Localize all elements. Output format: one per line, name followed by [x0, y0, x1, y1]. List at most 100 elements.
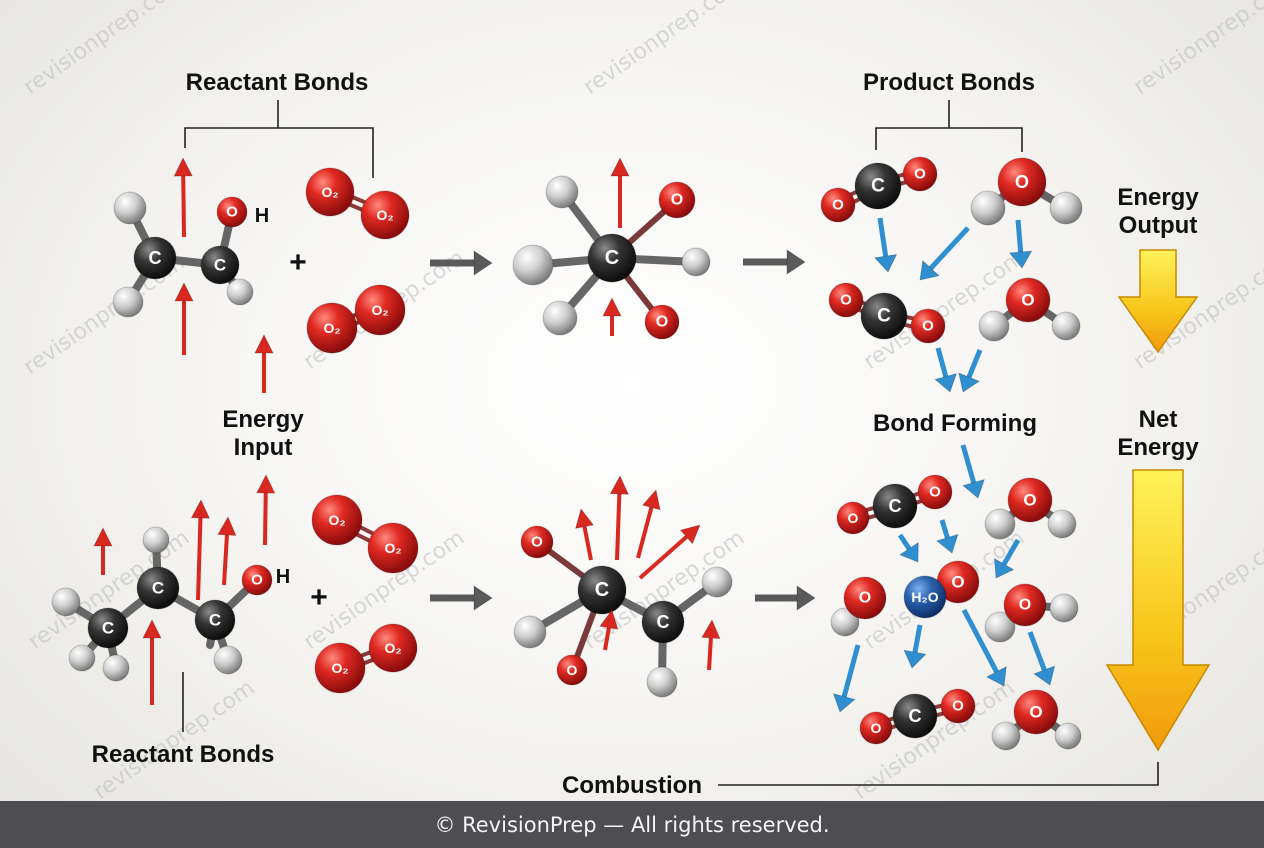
reaction-arrow [755, 585, 816, 611]
oxygen-atom-label: O₂ [371, 302, 388, 318]
oxygen-atom-label: O [1021, 291, 1034, 310]
oxygen-atom: O [1007, 477, 1053, 523]
bond-forming-arrow-head [899, 541, 919, 563]
carbon-atom: C [87, 607, 129, 649]
energy-input-arrow [190, 499, 211, 601]
hydrogen-atom-sphere [51, 587, 81, 617]
bond-forming-arrow [994, 538, 1021, 579]
energy-input-arrow-head [254, 334, 274, 354]
hydrogen-atom-sphere [68, 644, 96, 672]
energy-input-arrow-head [217, 516, 237, 536]
carbon-atom-label: C [605, 247, 619, 269]
bond-forming-arrow [1027, 631, 1056, 686]
hydrogen-atom [646, 666, 678, 698]
hydrogen-atom-sphere [226, 278, 254, 306]
oxygen-atom-sphere [311, 494, 363, 546]
oxygen-atom-sphere [520, 525, 554, 559]
oxygen-atom-label: O [922, 318, 934, 335]
energy-input-arrow [217, 516, 237, 586]
oxygen-atom: O [940, 688, 976, 724]
hydrogen-atom [681, 247, 711, 277]
carbon-atom: C [194, 599, 236, 641]
oxygen-atom-label: O₂ [321, 184, 338, 200]
carbon-atom-sphere [641, 600, 685, 644]
copyright-footer: © RevisionPrep — All rights reserved. [0, 801, 1264, 848]
reactant-bracket-top [184, 100, 374, 178]
oxygen-atom: O [241, 564, 273, 596]
carbon-atom: C [136, 566, 180, 610]
hydrogen-atom [545, 175, 579, 209]
bond-forming-arrow [934, 347, 958, 393]
carbon-atom-label: C [152, 579, 164, 598]
watermark-text: revisionprep.com [19, 0, 189, 100]
oxygen-atom: O [1013, 689, 1059, 735]
energy-input-arrow-shaft [181, 175, 186, 238]
energy-input-arrow-head [190, 499, 211, 519]
energy-input-arrow [602, 297, 622, 336]
hydrogen-atom [512, 244, 554, 286]
oxygen-atom: O [644, 304, 680, 340]
bond-forming-arrow-head [985, 666, 1007, 687]
carbon-atom-sphere [872, 483, 918, 529]
energy-input-arrow-head [599, 609, 619, 630]
oxygen-atom-label: O [951, 573, 964, 592]
bond-forming-arrow [873, 217, 898, 273]
oxygen-atom: O [1005, 277, 1051, 323]
energy-input-arrow-shaft [222, 534, 229, 586]
energy-input-arrow-shaft [638, 535, 688, 580]
oxygen-atom-label: O₂ [376, 207, 393, 223]
plus-sign-top: + [289, 246, 307, 279]
hydrogen-atom [978, 310, 1010, 342]
oxygen-atom: O₂ [367, 522, 419, 574]
oxygen-atom-sphere [658, 181, 696, 219]
oxygen-atom-sphere [1005, 277, 1051, 323]
bond-forming-arrow-head [832, 693, 856, 713]
energy-input-arrow [701, 619, 721, 671]
plus-sign-bottom: + [310, 581, 328, 614]
oxygen-atom: O₂ [306, 302, 358, 354]
oxygen-atom-sphere [1007, 477, 1053, 523]
hydrogen-atom-sphere [701, 566, 733, 598]
carbon-atom: C [133, 236, 177, 280]
carbon-atom: C [200, 245, 240, 285]
hydrogen-atom-sphere [970, 190, 1006, 226]
reaction-arrow [430, 250, 493, 276]
oxygen-atom-sphere [917, 474, 953, 510]
carbon-atom-label: C [871, 176, 885, 197]
hydrogen-atom [991, 721, 1021, 751]
oxygen-atom: O [997, 157, 1047, 207]
hydrogen-atom-sphere [1049, 593, 1079, 623]
hydrogen-atom-sphere [984, 508, 1016, 540]
hydrogen-atom [1049, 191, 1083, 225]
bond-forming-arrow-shaft [841, 644, 861, 698]
combustion-label: Combustion [562, 772, 702, 799]
oxygen-atom-label: O₂ [323, 320, 340, 336]
oxygen-atom-sphere [305, 167, 355, 217]
hydrogen-atom [830, 607, 860, 637]
bond-forming-arrow [897, 533, 919, 563]
oxygen-atom: O [910, 308, 946, 344]
oxygen-atom-label: O₂ [384, 540, 401, 556]
hydrogen-atom [542, 300, 578, 336]
energy-input-arrow [575, 508, 595, 561]
oxygen-atom-sphere [836, 501, 870, 535]
hydrogen-atom-sphere [545, 175, 579, 209]
oxygen-atom-label: O [671, 192, 683, 209]
oxygen-atom: O [917, 474, 953, 510]
bond-forming-arrow [958, 349, 983, 393]
energy-input-arrow [599, 609, 619, 651]
carbon-atom-label: C [657, 612, 670, 632]
bond-forming-arrow-shaft [912, 624, 923, 653]
hydrogen-atom-sphere [1049, 191, 1083, 225]
watermark-text: revisionprep.com [1129, 0, 1264, 100]
oxygen-atom-sphere [306, 302, 358, 354]
oxygen-atom-label: O [1029, 703, 1042, 722]
bond-forming-arrow-shaft [966, 349, 983, 379]
oxygen-atom-sphere [354, 284, 406, 336]
hydrogen-atom-sphere [542, 300, 578, 336]
oxygen-atom-sphere [360, 190, 410, 240]
bond-forming-label: Bond Forming [873, 410, 1037, 437]
carbon-atom-label: C [877, 306, 891, 327]
energy-input-arrow-head [142, 619, 162, 639]
